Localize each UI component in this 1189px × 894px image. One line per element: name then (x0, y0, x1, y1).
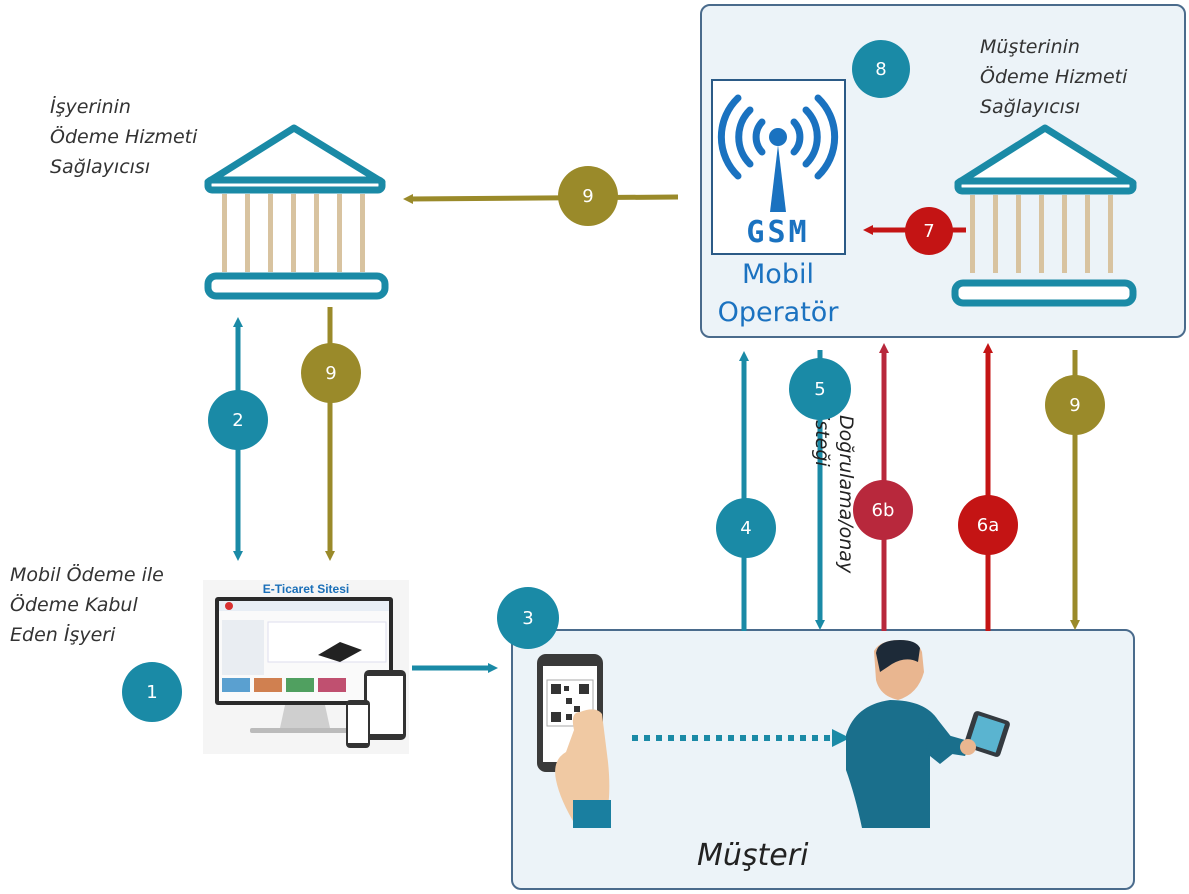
mobile-operator-label: Mobil Operatör (717, 259, 839, 328)
customer-box (511, 629, 1135, 890)
customer-psp-label: Müşterinin Ödeme Hizmeti Sağlayıcısı (980, 36, 1128, 118)
customer-bank-icon (951, 124, 1137, 307)
step-badge-2: 2 (208, 390, 268, 450)
verification-label: Doğrulama/onay isteği (811, 415, 857, 574)
customer-person-icon (846, 640, 1010, 828)
customer-label: Müşteri (697, 838, 809, 873)
step-badge-9-left: 9 (301, 343, 361, 403)
step-badge-8: 8 (852, 40, 910, 98)
ecommerce-screenshot (203, 580, 409, 754)
merchant-psp-label: İşyerinin Ödeme Hizmeti Sağlayıcısı (50, 96, 198, 178)
step-badge-7: 7 (905, 207, 953, 255)
merchant-bank-icon (204, 124, 389, 300)
step-badge-9-right: 9 (1045, 375, 1105, 435)
gsm-logo-text: GSM (746, 215, 809, 250)
step-badge-1: 1 (122, 662, 182, 722)
phone-qr-icon (537, 654, 611, 828)
ecommerce-title: E-Ticaret Sitesi (263, 582, 349, 596)
step-badge-5: 5 (789, 358, 851, 420)
step-badge-6a: 6a (958, 495, 1018, 555)
step-badge-6b: 6b (853, 480, 913, 540)
arrow-9-top (403, 193, 679, 204)
step-badge-9-top: 9 (558, 166, 618, 226)
step-badge-4: 4 (716, 498, 776, 558)
step-badge-3: 3 (497, 587, 559, 649)
merchant-label: Mobil Ödeme ile Ödeme Kabul Eden İşyeri (10, 564, 164, 646)
antenna-icon (717, 94, 839, 212)
